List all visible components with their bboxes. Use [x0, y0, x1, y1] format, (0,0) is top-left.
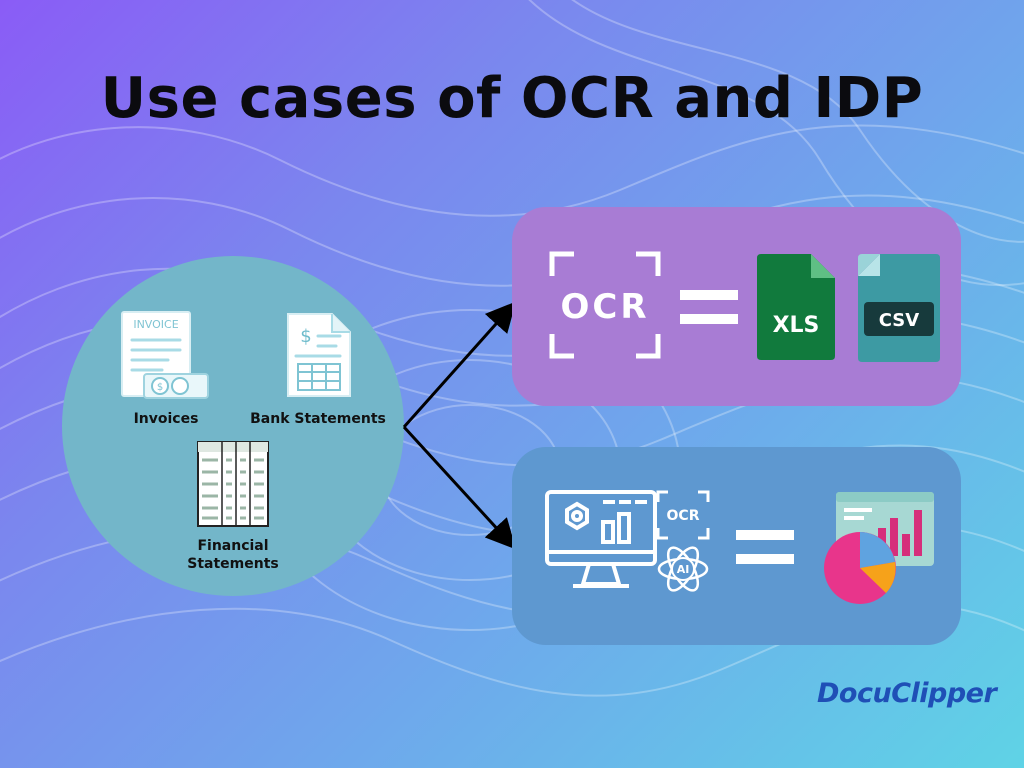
brand-logo: DocuClipper [817, 678, 977, 709]
invoices-label: Invoices [120, 410, 212, 428]
financial-statements-label: Financial Statements [170, 537, 296, 573]
equals-icon [736, 528, 794, 568]
invoice-icon-text: INVOICE [133, 318, 178, 331]
ocr-scan-text: OCR [560, 287, 649, 327]
analytics-chart-icon [818, 488, 938, 606]
ai-atom-icon: AI [656, 542, 710, 596]
bank-statement-icon: $ [284, 312, 354, 398]
financial-statement-icon [196, 440, 270, 528]
financial-statements-label-line1: Financial [170, 537, 296, 555]
csv-label: CSV [879, 310, 920, 331]
svg-text:$: $ [157, 382, 163, 393]
ocr-badge-text: OCR [667, 508, 700, 524]
xls-label: XLS [773, 313, 820, 338]
equals-icon [680, 288, 738, 328]
financial-statements-label-line2: Statements [170, 555, 296, 573]
bank-statements-label: Bank Statements [248, 410, 388, 428]
monitor-dashboard-icon [543, 488, 659, 600]
ocr-badge-icon: OCR [656, 490, 710, 540]
page-title: Use cases of OCR and IDP [0, 66, 1024, 131]
invoice-icon: INVOICE $ [118, 310, 210, 402]
ocr-scan-icon: OCR [548, 250, 662, 360]
xls-file-icon: XLS [755, 252, 837, 362]
ai-badge-text: AI [677, 563, 690, 576]
csv-file-icon: CSV [856, 252, 942, 364]
svg-text:$: $ [300, 326, 311, 347]
